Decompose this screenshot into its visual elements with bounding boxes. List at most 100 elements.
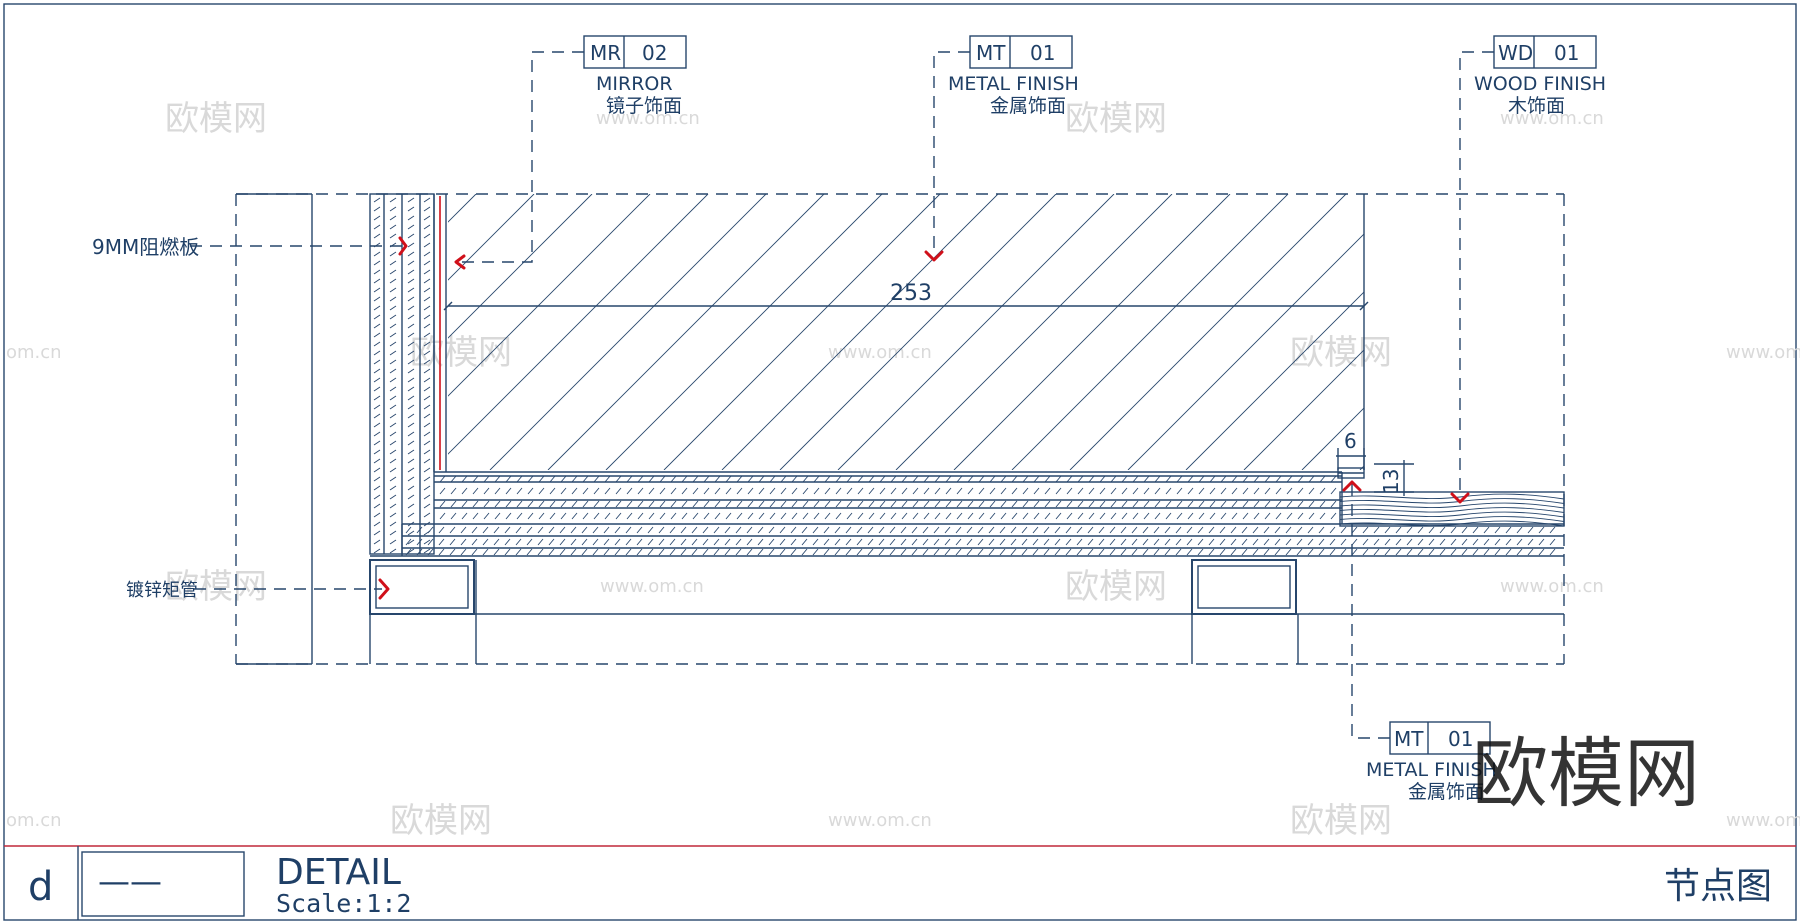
hatch-line [373, 251, 381, 257]
hatch-line [1209, 500, 1216, 508]
hatch-line [658, 538, 665, 546]
hatch-line [407, 539, 415, 545]
hatch-line [373, 539, 381, 545]
hatch-line [714, 487, 721, 495]
watermark-text: om.cn [6, 342, 62, 363]
hatch-line [1109, 548, 1116, 556]
hatch-line [1285, 538, 1292, 546]
hatch-line [373, 260, 381, 266]
watermark-text: 欧模网 [1065, 99, 1167, 139]
tag-code: WD [1498, 41, 1533, 65]
hatch-line [449, 526, 456, 534]
hatch-line [592, 526, 599, 534]
tag-metal-bottom: MT 01 METAL FINISH 金属饰面 [1366, 721, 1497, 803]
hatch-line [407, 287, 415, 293]
hatch-line [389, 521, 397, 527]
watermark-logo: 欧模网 [1472, 729, 1700, 818]
hatch-line [438, 526, 445, 534]
hatch-line [1428, 548, 1435, 556]
hatch-line [1253, 500, 1260, 508]
hatch-line [405, 526, 412, 534]
hatch-line [471, 526, 478, 534]
hatch-line [966, 526, 973, 534]
hatch-line [423, 305, 431, 311]
hatch-line [1198, 475, 1205, 483]
hatch-line [1275, 512, 1282, 520]
hatch-line [1154, 500, 1161, 508]
hatch-line [515, 538, 522, 546]
hatch-line [427, 538, 434, 546]
hatch-line [736, 512, 743, 520]
hatch-line [1208, 538, 1215, 546]
hatch-line [1450, 526, 1457, 534]
hatch-line [373, 377, 381, 383]
hatch-line [967, 512, 974, 520]
detail-number: —— [98, 862, 162, 900]
hatch-line [427, 548, 434, 556]
hatch-line [1208, 548, 1215, 556]
hatch-line [812, 548, 819, 556]
hatch-line [423, 485, 431, 491]
hatch-line [373, 305, 381, 311]
hatch-line [878, 538, 885, 546]
hatch-line [389, 206, 397, 212]
hatch-line [1175, 538, 1182, 546]
hatch-line [389, 431, 397, 437]
hatch-line [407, 476, 415, 482]
hatch-line [879, 475, 886, 483]
hatch-line [1476, 194, 1752, 470]
tag-name-en: MIRROR [596, 73, 673, 95]
hatch-line [1318, 538, 1325, 546]
arrow-icon [924, 250, 944, 262]
hatch-line [637, 512, 644, 520]
hatch-line [735, 526, 742, 534]
hatch-line [604, 500, 611, 508]
hatch-line [389, 503, 397, 509]
hatch-line [955, 526, 962, 534]
tag-number: 01 [1030, 41, 1055, 65]
hatch-line [1044, 475, 1051, 483]
hatch-line [648, 475, 655, 483]
hatch-line [1308, 500, 1315, 508]
watermark-text: www.om.cn [828, 810, 932, 831]
hatch-line [407, 431, 415, 437]
hatch-line [1319, 500, 1326, 508]
hatch-line [483, 500, 490, 508]
hatch-line [423, 359, 431, 365]
hatch-line [1264, 487, 1271, 495]
hatch-line [1165, 487, 1172, 495]
hatch-line [581, 526, 588, 534]
hatch-line [448, 194, 593, 339]
hatch-line [1307, 538, 1314, 546]
hatch-line [769, 512, 776, 520]
hatch-line [736, 500, 743, 508]
hatch-line [1505, 526, 1512, 534]
hatch-line [988, 538, 995, 546]
hatch-line [879, 512, 886, 520]
hatch-line [978, 475, 985, 483]
hatch-line [461, 500, 468, 508]
hatch-line [1330, 512, 1337, 520]
hatch-line [1527, 526, 1534, 534]
hatch-line [472, 487, 479, 495]
hatch-line [373, 341, 381, 347]
hatch-line [407, 269, 415, 275]
hatch-line [373, 422, 381, 428]
hatch-line [1340, 526, 1347, 534]
hatch-line [1494, 548, 1501, 556]
hatch-line [721, 194, 999, 470]
hatch-line [423, 395, 431, 401]
hatch-line [1319, 475, 1326, 483]
hatch-line [1087, 526, 1094, 534]
hatch-line [1098, 538, 1105, 546]
hatch-line [407, 341, 415, 347]
hatch-line [1230, 538, 1237, 546]
hatch-line [1286, 475, 1293, 483]
hatch-line [626, 512, 633, 520]
hatch-line [713, 548, 720, 556]
hatch-line [423, 476, 431, 482]
hatch-line [835, 487, 842, 495]
hatch-line [423, 287, 431, 293]
hatch-line [483, 487, 490, 495]
watermark-text: www.om.cn [1726, 810, 1800, 831]
